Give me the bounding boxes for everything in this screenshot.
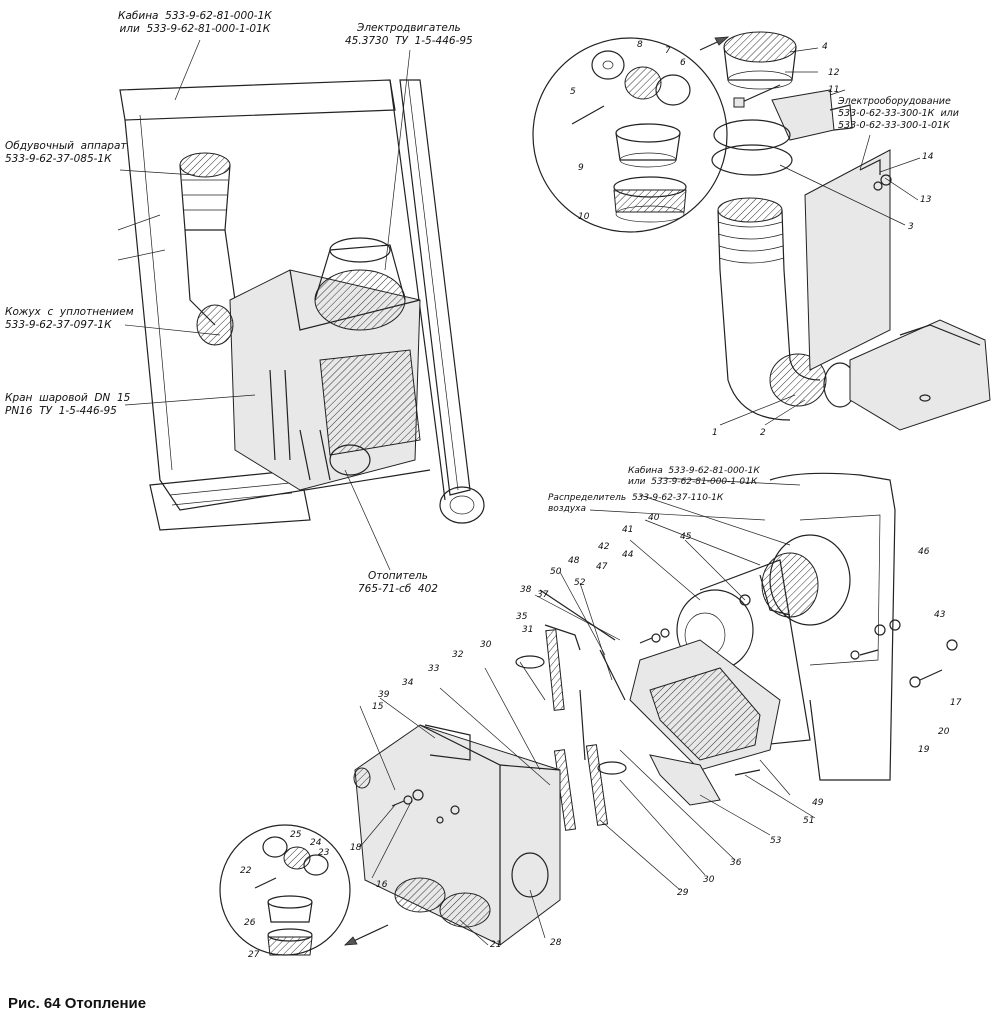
part-number-41: 41 — [622, 525, 634, 535]
part-number-45: 45 — [680, 532, 692, 542]
part-number-23: 23 — [318, 848, 330, 858]
part-number-47: 47 — [596, 562, 608, 572]
part-number-2: 2 — [760, 428, 766, 438]
cab-installation-view — [117, 39, 485, 571]
part-number-43: 43 — [934, 610, 946, 620]
part-number-22: 22 — [240, 866, 252, 876]
part-number-7: 7 — [665, 46, 671, 56]
part-number-18: 18 — [350, 843, 362, 853]
part-number-15: 15 — [372, 702, 384, 712]
part-number-30a: 30 — [480, 640, 492, 650]
part-number-27: 27 — [248, 950, 260, 960]
duct-assembly-view — [532, 31, 991, 431]
part-number-4: 4 — [822, 42, 828, 52]
distributor-label: Распределитель 533-9-62-37-110-1К воздух… — [548, 493, 724, 514]
part-number-9: 9 — [578, 163, 584, 173]
part-number-33: 33 — [428, 664, 440, 674]
part-number-46: 46 — [918, 547, 930, 557]
part-number-37: 37 — [537, 590, 549, 600]
part-number-52: 52 — [574, 578, 586, 588]
part-number-6: 6 — [680, 58, 686, 68]
part-number-29: 29 — [677, 888, 689, 898]
part-number-17: 17 — [950, 698, 962, 708]
part-number-53: 53 — [770, 836, 782, 846]
figure-caption: Рис. 64 Отопление — [8, 995, 147, 1012]
part-number-20: 20 — [938, 727, 950, 737]
part-number-14: 14 — [922, 152, 934, 162]
part-number-38: 38 — [520, 585, 532, 595]
part-number-51: 51 — [803, 816, 815, 826]
part-number-48: 48 — [568, 556, 580, 566]
motor-label: Электродвигатель 45.3730 ТУ 1-5-446-95 — [345, 22, 473, 47]
cab-right-label: Кабина 533-9-62-81-000-1К или 533-9-62-8… — [628, 466, 760, 487]
part-number-49: 49 — [812, 798, 824, 808]
part-number-31: 31 — [522, 625, 534, 635]
part-number-5: 5 — [570, 87, 576, 97]
part-number-8: 8 — [637, 40, 643, 50]
part-number-11: 11 — [828, 85, 840, 95]
part-number-26: 26 — [244, 918, 256, 928]
part-number-30b: 30 — [703, 875, 715, 885]
part-number-13: 13 — [920, 195, 932, 205]
part-number-34: 34 — [402, 678, 414, 688]
electro-label: Электрооборудование 533-0-62-33-300-1К и… — [838, 96, 959, 131]
part-number-28: 28 — [550, 938, 562, 948]
part-number-32: 32 — [452, 650, 464, 660]
heater-label: Отопитель 765-71-сб 402 — [358, 570, 438, 595]
part-number-25: 25 — [290, 830, 302, 840]
part-number-21: 21 — [490, 940, 502, 950]
part-number-39: 39 — [378, 690, 390, 700]
part-number-50: 50 — [550, 567, 562, 577]
heater-exploded-view — [219, 472, 958, 956]
part-number-3: 3 — [908, 222, 914, 232]
part-number-19: 19 — [918, 745, 930, 755]
casing-label: Кожух с уплотнением 533-9-62-37-097-1К — [5, 306, 134, 331]
part-number-12: 12 — [828, 68, 840, 78]
blower-label: Обдувочный аппарат 533-9-62-37-085-1К — [5, 140, 127, 165]
part-number-36: 36 — [730, 858, 742, 868]
part-number-16: 16 — [376, 880, 388, 890]
valve-label: Кран шаровой DN 15 PN16 ТУ 1-5-446-95 — [5, 392, 131, 417]
part-number-44: 44 — [622, 550, 634, 560]
part-number-42: 42 — [598, 542, 610, 552]
part-number-1: 1 — [712, 428, 718, 438]
part-number-40: 40 — [648, 513, 660, 523]
cab-top-label: Кабина 533-9-62-81-000-1К или 533-9-62-8… — [118, 10, 272, 35]
part-number-10: 10 — [578, 212, 590, 222]
part-number-35: 35 — [516, 612, 528, 622]
part-number-24: 24 — [310, 838, 322, 848]
